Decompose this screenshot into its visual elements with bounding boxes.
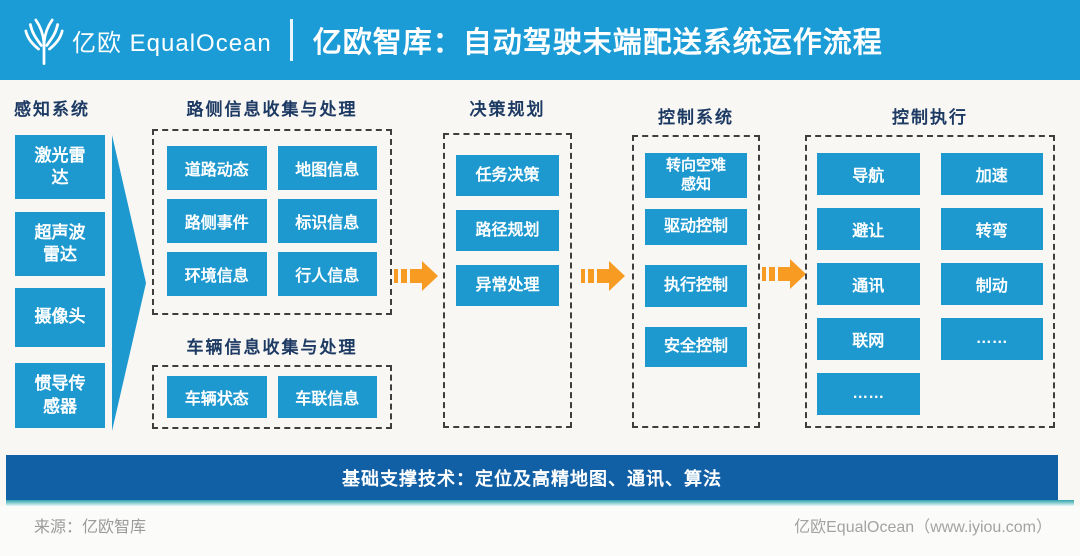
flow-arrow-icon	[581, 261, 625, 291]
flow-box-pedestrian-info: 行人信息	[277, 252, 377, 296]
flow-arrow-icon	[394, 261, 438, 291]
flow-box-imu: 惯导传 感器	[15, 363, 105, 428]
flow-box-exception-handling: 异常处理	[456, 265, 559, 306]
source-label: 来源：亿欧智库	[34, 519, 147, 536]
flow-arrow-icon	[762, 259, 806, 289]
flow-box-accelerate: 加速	[940, 153, 1043, 195]
execution-title: 控制执行	[892, 108, 968, 127]
flow-box-execution-control: 执行控制	[645, 265, 747, 307]
roadside-title: 路侧信息收集与处理	[186, 100, 358, 119]
flow-box-network: 联网	[817, 318, 920, 360]
flow-box-brake: 制动	[940, 263, 1043, 305]
flow-box-map-info: 地图信息	[277, 146, 377, 190]
control-group: 转向空难 感知 驱动控制 执行控制 安全控制	[632, 135, 760, 428]
flow-box-navigation: 导航	[817, 153, 920, 195]
credit-label: 亿欧EqualOcean（www.iyiou.com）	[794, 519, 1052, 536]
flow-box-communication: 通讯	[817, 263, 920, 305]
flow-box-drive-control: 驱动控制	[645, 209, 747, 245]
support-tech-bar: 基础支撑技术：定位及高精地图、通讯、算法	[6, 455, 1058, 500]
flow-box-ellipsis: ……	[940, 318, 1043, 360]
control-title: 控制系统	[658, 108, 734, 127]
flow-box-safety-control: 安全控制	[645, 327, 747, 367]
header-bar: 亿欧 EqualOcean 亿欧智库：自动驾驶末端配送系统运作流程	[0, 0, 1080, 80]
flow-box-ellipsis: ……	[817, 373, 920, 415]
flow-box-camera: 摄像头	[15, 288, 105, 347]
flow-box-road-dynamics: 道路动态	[167, 146, 267, 190]
teal-underline	[6, 500, 1074, 506]
flow-box-vehicle-connectivity: 车联信息	[277, 376, 377, 418]
page-title: 亿欧智库：自动驾驶末端配送系统运作流程	[312, 27, 883, 59]
flow-box-vehicle-status: 车辆状态	[167, 376, 267, 418]
flow-box-sign-info: 标识信息	[277, 199, 377, 243]
vehicle-group: 车辆状态 车联信息	[152, 365, 392, 429]
header-divider	[289, 19, 293, 61]
flow-box-task-decision: 任务决策	[456, 155, 559, 196]
logo-text: 亿欧 EqualOcean	[72, 29, 272, 57]
flow-box-roadside-events: 路侧事件	[167, 199, 267, 243]
flow-box-environment-info: 环境信息	[167, 252, 267, 296]
equalocean-logo-icon	[24, 18, 64, 65]
big-right-arrow-icon	[112, 135, 146, 431]
roadside-group: 道路动态 地图信息 路侧事件 标识信息 环境信息 行人信息	[152, 129, 392, 315]
flow-box-steering-perception: 转向空难 感知	[645, 153, 747, 198]
flow-box-turn: 转弯	[940, 208, 1043, 250]
flow-box-lidar: 激光雷 达	[15, 135, 105, 199]
decision-group: 任务决策 路径规划 异常处理	[443, 133, 572, 428]
decision-title: 决策规划	[469, 100, 546, 119]
vehicle-title: 车辆信息收集与处理	[186, 338, 358, 357]
execution-group: 导航 加速 避让 转弯 通讯 制动 联网 …… ……	[805, 135, 1055, 428]
flow-box-ultrasonic: 超声波 雷达	[15, 212, 105, 276]
flow-box-path-planning: 路径规划	[456, 210, 559, 251]
flow-box-yield: 避让	[817, 208, 920, 250]
footer-strip	[0, 506, 1080, 556]
perception-title: 感知系统	[14, 100, 90, 119]
